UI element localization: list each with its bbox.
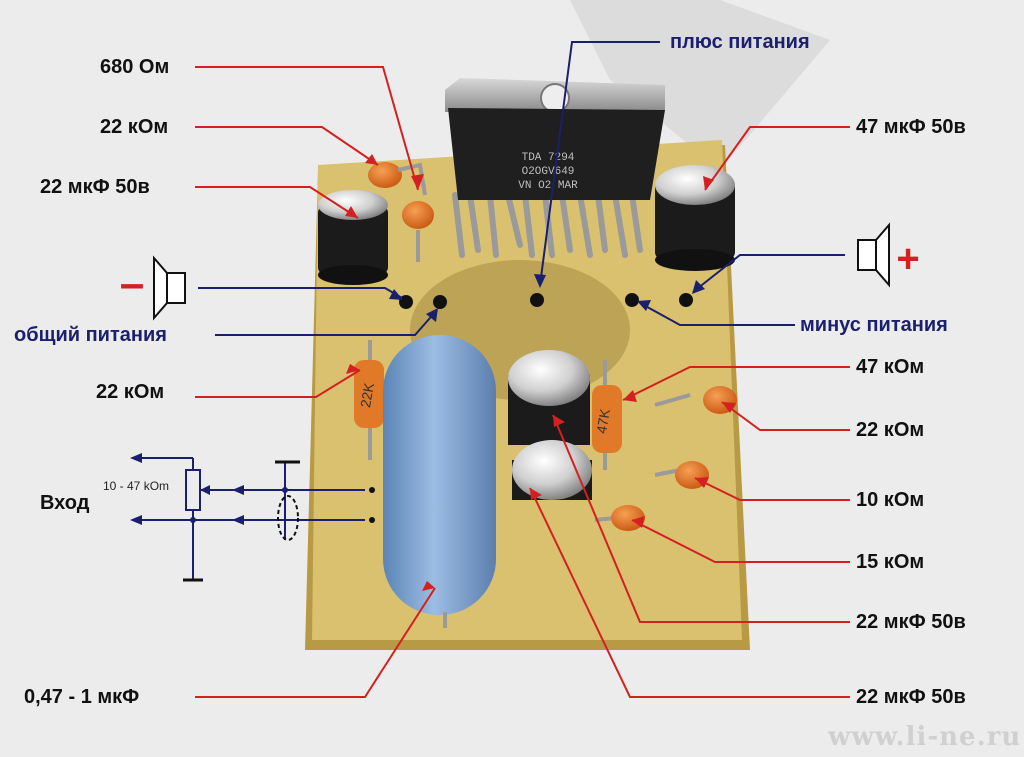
resistor-marking-22k: 22K bbox=[357, 381, 377, 409]
speaker-icon-right bbox=[857, 222, 890, 288]
resistor-22k-top-body bbox=[402, 201, 434, 229]
resistor-marking-47k: 47K bbox=[593, 407, 613, 435]
label-22uf-bottom: 22 мкФ 50в bbox=[856, 686, 966, 708]
chip-legs bbox=[452, 192, 643, 258]
speaker-icon-left bbox=[153, 255, 186, 321]
label-680-ohm: 680 Ом bbox=[100, 56, 170, 78]
pcb-pads bbox=[369, 293, 693, 523]
electrolytic-cap-right bbox=[655, 165, 735, 271]
label-47k: 47 кОм bbox=[856, 356, 925, 378]
resistor-15k-body bbox=[611, 505, 645, 531]
watermark: www.li-ne.ru bbox=[828, 722, 1022, 752]
label-minus-power: минус питания bbox=[800, 314, 948, 336]
electrolytic-cap-middle-1 bbox=[508, 350, 590, 445]
label-plus-power: плюс питания bbox=[670, 31, 810, 53]
label-22uf-top: 22 мкФ 50в bbox=[40, 176, 150, 198]
resistor-680-body bbox=[368, 162, 402, 188]
red-arrowheads bbox=[345, 154, 736, 591]
blue-leader-lines bbox=[198, 41, 845, 336]
label-potentiometer: 10 - 47 kOm bbox=[103, 479, 170, 493]
label-22uf-mid: 22 мкФ 50в bbox=[856, 611, 966, 633]
red-leader-lines bbox=[195, 66, 850, 698]
input-arrows bbox=[130, 453, 288, 525]
label-10k: 10 кОм bbox=[856, 489, 925, 511]
plus-symbol: + bbox=[896, 237, 919, 281]
label-input: Вход bbox=[40, 492, 90, 514]
minus-symbol: – bbox=[120, 259, 144, 308]
film-capacitor bbox=[383, 335, 496, 615]
electrolytic-cap-left bbox=[318, 190, 388, 285]
electrolytic-cap-middle-2 bbox=[512, 440, 592, 500]
label-47uf: 47 мкФ 50в bbox=[856, 116, 966, 138]
chip-text-3: VN O2 MAR bbox=[518, 180, 578, 192]
resistor-22k-left: 22K bbox=[354, 340, 384, 460]
resistor-47k: 47K bbox=[592, 360, 622, 470]
label-047-cap: 0,47 - 1 мкФ bbox=[24, 686, 140, 708]
blue-arrowheads bbox=[389, 274, 705, 322]
label-common-power: общий питания bbox=[14, 324, 167, 346]
chip-text-1: TDA 7294 bbox=[522, 152, 575, 164]
label-15k: 15 кОм bbox=[856, 551, 925, 573]
label-22k-top: 22 кОм bbox=[100, 116, 169, 138]
chip-text-2: O2OGV649 bbox=[522, 166, 575, 178]
label-22k-left: 22 кОм bbox=[96, 381, 165, 403]
label-22k-right: 22 кОм bbox=[856, 419, 925, 441]
